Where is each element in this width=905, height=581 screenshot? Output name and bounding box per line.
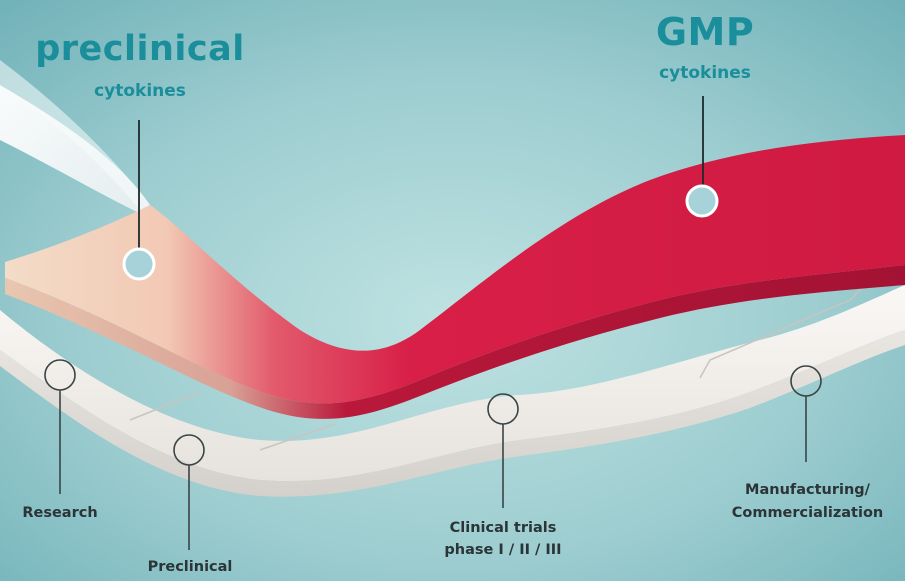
gmp-cytokines-subtitle: cytokines xyxy=(620,62,790,84)
stage-manufacturing-line2: Commercialization xyxy=(715,503,900,523)
stage-manufacturing-line1: Manufacturing/ xyxy=(715,480,900,500)
stage-research-label: Research xyxy=(0,503,120,523)
preclinical-cytokines-subtitle: cytokines xyxy=(30,80,250,102)
stage-preclinical-label: Preclinical xyxy=(120,557,260,577)
stage-clinical-trials-line1: Clinical trials xyxy=(413,518,593,538)
stage-clinical-trials-line2: phase I / II / III xyxy=(413,540,593,560)
preclinical-cytokines-marker xyxy=(124,249,154,279)
gmp-cytokines-title: GMP xyxy=(620,12,790,52)
gmp-cytokines-marker xyxy=(687,186,717,216)
preclinical-cytokines-title: preclinical xyxy=(30,30,250,68)
